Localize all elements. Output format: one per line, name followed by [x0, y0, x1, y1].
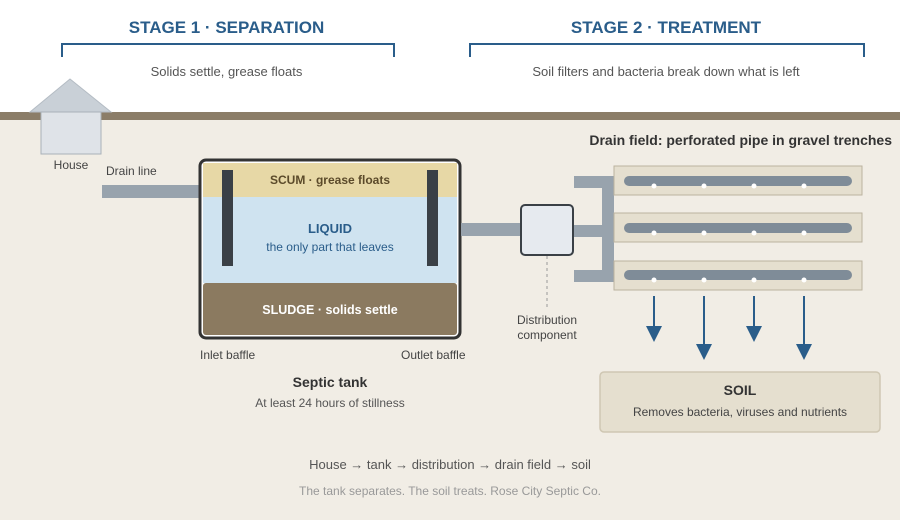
- outlet-baffle: [427, 170, 438, 266]
- ground-line: [0, 112, 900, 120]
- stage1-subtitle: Solids settle, grease floats: [150, 64, 303, 79]
- inlet-baffle: [222, 170, 233, 266]
- drain-line-label: Drain line: [106, 164, 157, 178]
- house-icon: [28, 78, 113, 155]
- manifold-pipes: [574, 176, 614, 282]
- liquid-layer: [203, 197, 457, 283]
- flow-summary: House → tank → distribution → drain fiel…: [309, 457, 591, 472]
- trench-3: [613, 260, 863, 291]
- stage1-bracket: [61, 43, 395, 57]
- tank-subtitle: At least 24 hours of stillness: [255, 396, 405, 410]
- scum-label: SCUM · grease floats: [269, 173, 391, 187]
- septic-tank: [198, 158, 462, 340]
- liquid-label: LIQUID: [307, 221, 353, 236]
- outlet-baffle-label: Outlet baffle: [401, 348, 466, 362]
- sludge-layer: [203, 283, 457, 335]
- stage1-title: STAGE 1 · SEPARATION: [128, 18, 325, 37]
- liquid-sublabel: the only part that leaves: [266, 240, 394, 254]
- soil-box: [599, 371, 881, 433]
- trench-2: [613, 212, 863, 243]
- stage2-subtitle: Soil filters and bacteria break down wha…: [532, 64, 800, 79]
- stage2-title: STAGE 2 · TREATMENT: [570, 18, 762, 37]
- soil-subtitle: Removes bacteria, viruses and nutrients: [632, 405, 848, 419]
- tank-title: Septic tank: [292, 374, 368, 390]
- house-label: House: [53, 158, 89, 172]
- distribution-label-line2: component: [517, 328, 577, 342]
- outlet-pipe: [461, 223, 521, 236]
- scum-layer: [203, 163, 457, 197]
- distribution-label-line1: Distribution: [516, 313, 578, 327]
- distribution-box: [520, 204, 574, 256]
- drain-field-title: Drain field: perforated pipe in gravel t…: [589, 132, 892, 148]
- stage2-bracket: [469, 43, 865, 57]
- soil-title: SOIL: [723, 382, 757, 398]
- seepage-arrows: [646, 296, 812, 360]
- trench-1: [613, 165, 863, 196]
- tagline: The tank separates. The soil treats. Ros…: [299, 484, 601, 498]
- drain-line-pipe: [102, 185, 200, 198]
- inlet-baffle-label: Inlet baffle: [200, 348, 256, 362]
- perforations: [651, 183, 807, 283]
- sludge-label: SLUDGE · solids settle: [262, 303, 398, 317]
